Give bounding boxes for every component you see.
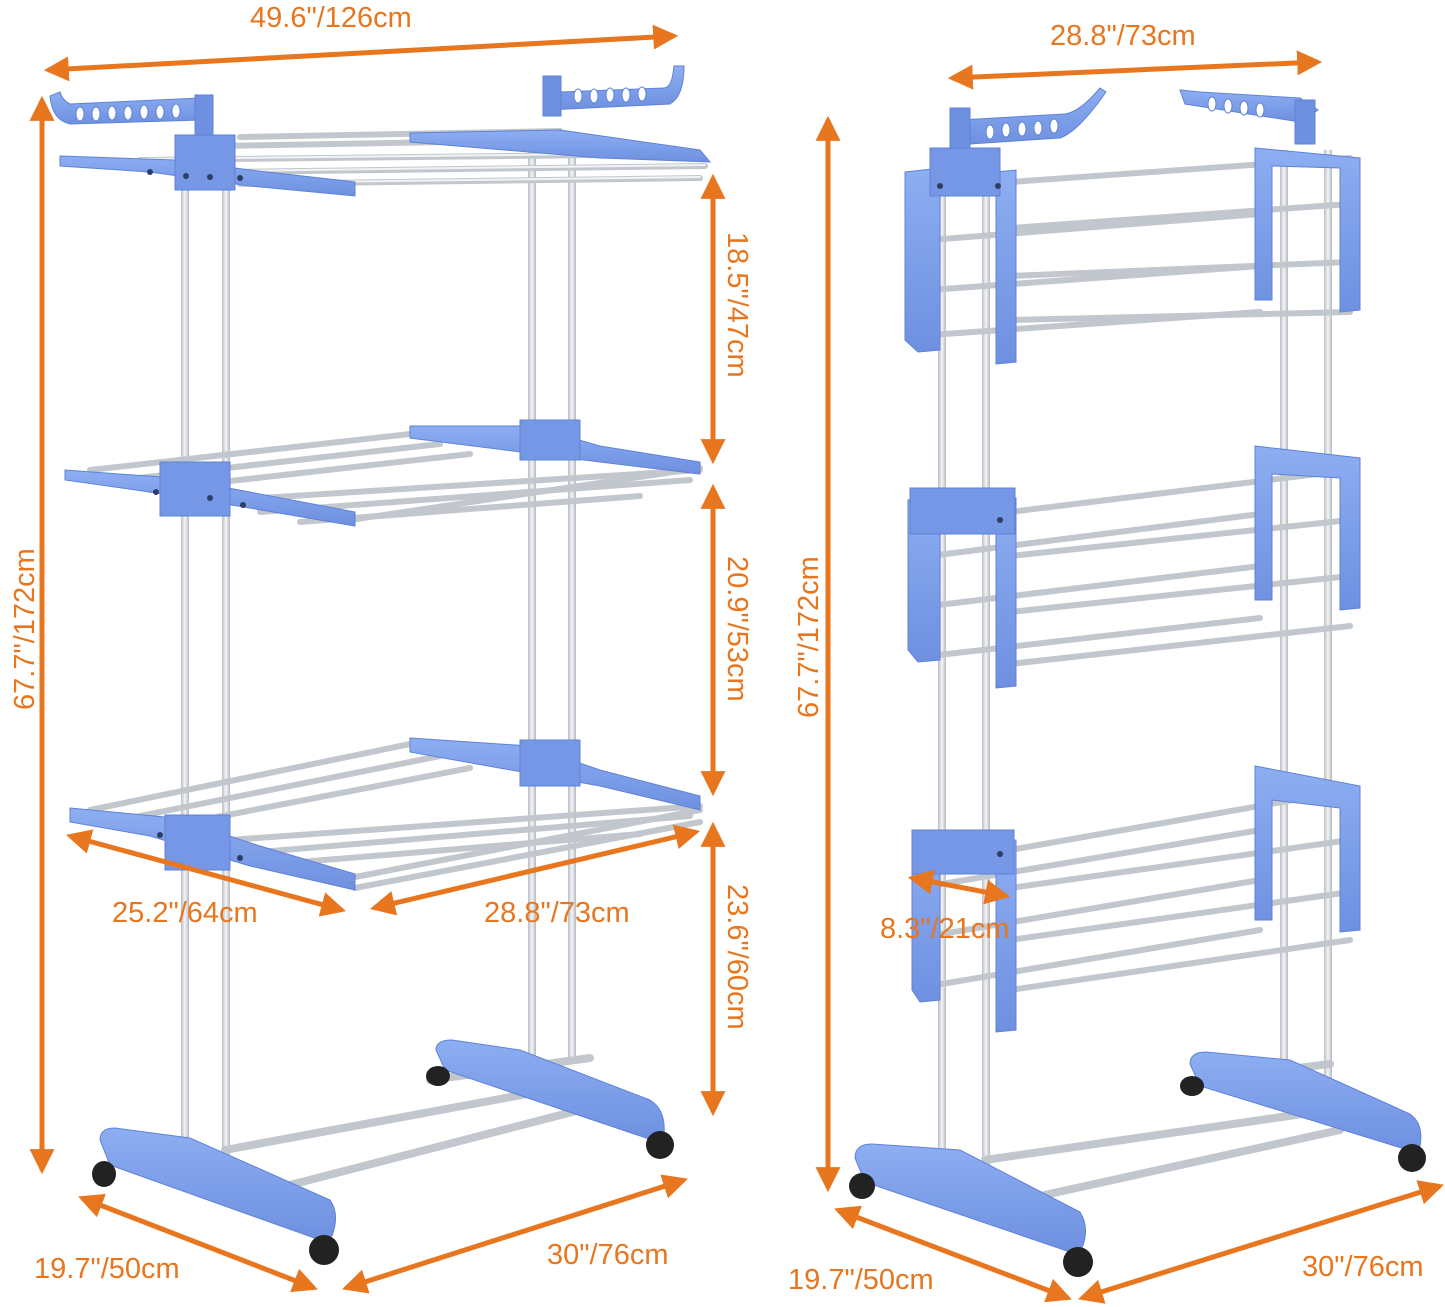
base-depth-label-left: 19.7"/50cm bbox=[34, 1253, 180, 1285]
folded-tier-2 bbox=[907, 445, 1361, 689]
top-gap-label: 18.5"/47cm bbox=[721, 232, 753, 378]
right-rack-folded bbox=[849, 87, 1426, 1277]
dim-arrow-base-width-left bbox=[342, 1174, 688, 1294]
shelf-width-label: 28.8"/73cm bbox=[484, 897, 630, 929]
right-rack-poles bbox=[938, 150, 1332, 1180]
base-width-label-left: 30"/76cm bbox=[547, 1239, 669, 1271]
folded-width-label: 28.8"/73cm bbox=[1050, 20, 1196, 52]
middle-shelf bbox=[64, 419, 703, 527]
left-rack-base bbox=[92, 1039, 674, 1265]
dim-arrow-shelf-depth bbox=[65, 829, 347, 917]
right-rack-base bbox=[849, 1051, 1426, 1277]
folded-depth-label: 8.3"/21cm bbox=[880, 913, 1010, 945]
dim-arrow-shelf-width bbox=[369, 824, 701, 916]
dimension-lines bbox=[29, 24, 1444, 1304]
shelf-depth-label: 25.2"/64cm bbox=[112, 897, 258, 929]
dim-arrow-folded-depth bbox=[907, 869, 1011, 905]
folded-hook-arm-left bbox=[949, 87, 1107, 153]
folded-hook-arm-right bbox=[1179, 89, 1319, 145]
left-rack-poles bbox=[181, 150, 576, 1170]
dimension-labels: 49.6"/126cm 18.5"/47cm 20.9"/53cm 23.6"/… bbox=[9, 2, 1424, 1296]
dim-arrow-base-width-right bbox=[1078, 1180, 1444, 1304]
middle-gap-label: 20.9"/53cm bbox=[721, 556, 753, 702]
top-shelf bbox=[59, 128, 712, 197]
dim-arrow-base-depth-left bbox=[78, 1193, 318, 1293]
folded-tier-3 bbox=[911, 765, 1361, 1033]
base-width-label-right: 30"/76cm bbox=[1302, 1251, 1424, 1283]
folded-tier-1 bbox=[904, 147, 1361, 365]
left-rack-expanded bbox=[49, 65, 712, 1265]
bottom-shelf bbox=[69, 737, 703, 891]
bottom-height-label: 23.6"/60cm bbox=[721, 884, 753, 1030]
overall-width-label-left: 49.6"/126cm bbox=[250, 2, 412, 34]
dim-arrow-overall-width-left bbox=[43, 24, 679, 82]
top-hook-arm-left bbox=[49, 91, 214, 136]
overall-height-label-right: 67.7"/172cm bbox=[793, 556, 825, 718]
base-depth-label-right: 19.7"/50cm bbox=[788, 1264, 934, 1296]
dim-arrow-folded-width bbox=[947, 50, 1323, 90]
overall-height-label-left: 67.7"/172cm bbox=[9, 548, 41, 710]
top-hook-arm-right bbox=[542, 65, 685, 117]
dim-arrow-base-depth-right bbox=[834, 1205, 1072, 1303]
